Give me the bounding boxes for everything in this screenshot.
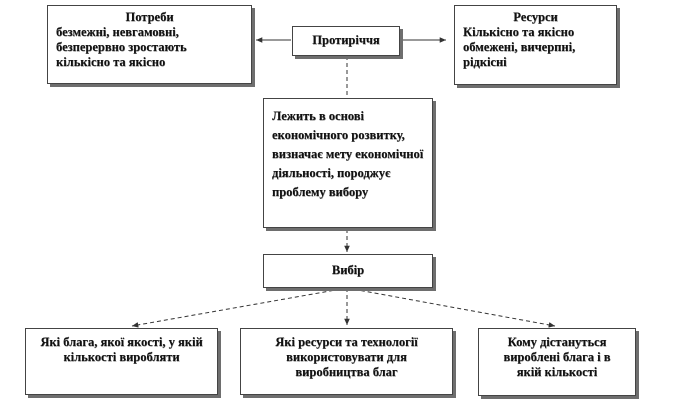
needs-box: Потреби безмежні, невгамовні, безперервн… <box>47 5 252 84</box>
needs-title: Потреби <box>125 10 174 24</box>
arrow-to-question-what <box>131 287 348 328</box>
question-how-box: Які ресурси та технології використовуват… <box>240 328 453 395</box>
resources-text: Кількісно та якісно обмежені, вичерпні, … <box>463 25 576 69</box>
description-box: Лежить в основі економічного розвитку, в… <box>263 98 433 228</box>
resources-title: Ресурси <box>513 10 558 24</box>
description-text: Лежить в основі економічного розвитку, в… <box>272 109 424 199</box>
contradiction-box: Протиріччя <box>292 26 400 56</box>
question-whom-text: Кому дістануться вироблені блага і в які… <box>503 335 611 379</box>
question-how-text: Які ресурси та технології використовуват… <box>275 335 418 379</box>
arrow-to-question-whom <box>346 287 556 328</box>
resources-box: Ресурси Кількісно та якісно обмежені, ви… <box>454 5 617 85</box>
contradiction-label: Протиріччя <box>312 33 380 47</box>
question-whom-box: Кому дістануться вироблені блага і в які… <box>478 328 636 396</box>
needs-text: безмежні, невгамовні, безперервно зроста… <box>56 25 187 69</box>
choice-box: Вибір <box>263 254 433 288</box>
question-what-text: Які блага, якої якості, у якій кількості… <box>40 335 203 364</box>
question-what-box: Які блага, якої якості, у якій кількості… <box>25 328 218 395</box>
choice-label: Вибір <box>331 263 365 277</box>
